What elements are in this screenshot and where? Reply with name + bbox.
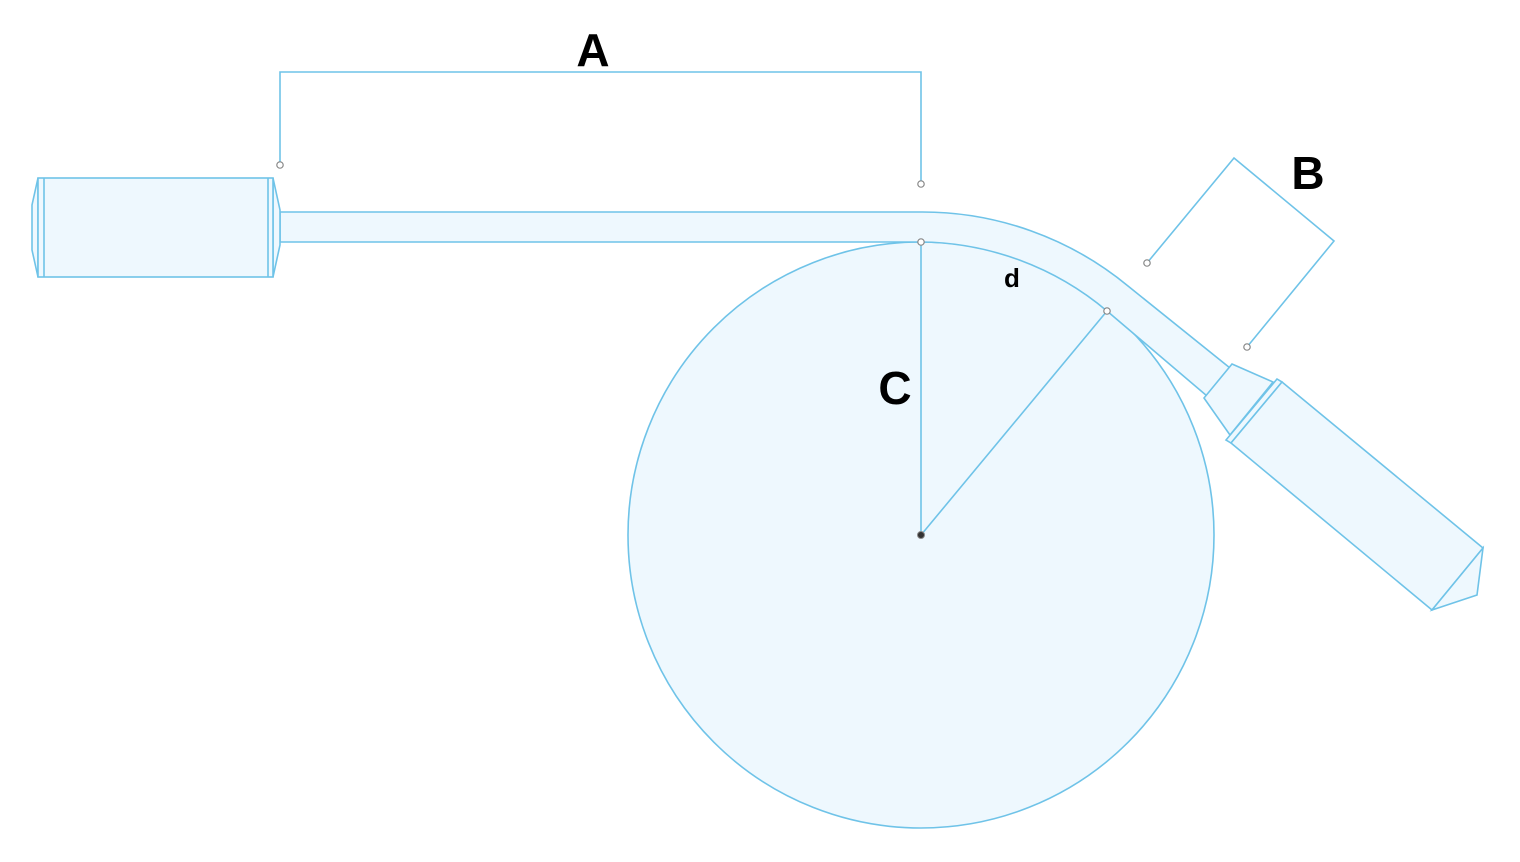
- center-point: [917, 531, 925, 539]
- label-d: d: [1004, 263, 1020, 293]
- right-nozzle: [1202, 363, 1485, 612]
- dimension-bracket-a: [279, 71, 922, 184]
- marker-point: [917, 180, 925, 188]
- marker-point: [1103, 307, 1111, 315]
- label-b: B: [1291, 147, 1324, 199]
- left-cylinder: [31, 177, 281, 278]
- marker-point: [276, 161, 284, 169]
- label-a: A: [576, 24, 609, 76]
- radius-line-angled: [920, 310, 1108, 536]
- dimension-bracket-b: [1146, 156, 1336, 348]
- marker-point: [1143, 259, 1151, 267]
- marker-point: [917, 238, 925, 246]
- marker-point: [1243, 343, 1251, 351]
- label-c: C: [878, 362, 911, 414]
